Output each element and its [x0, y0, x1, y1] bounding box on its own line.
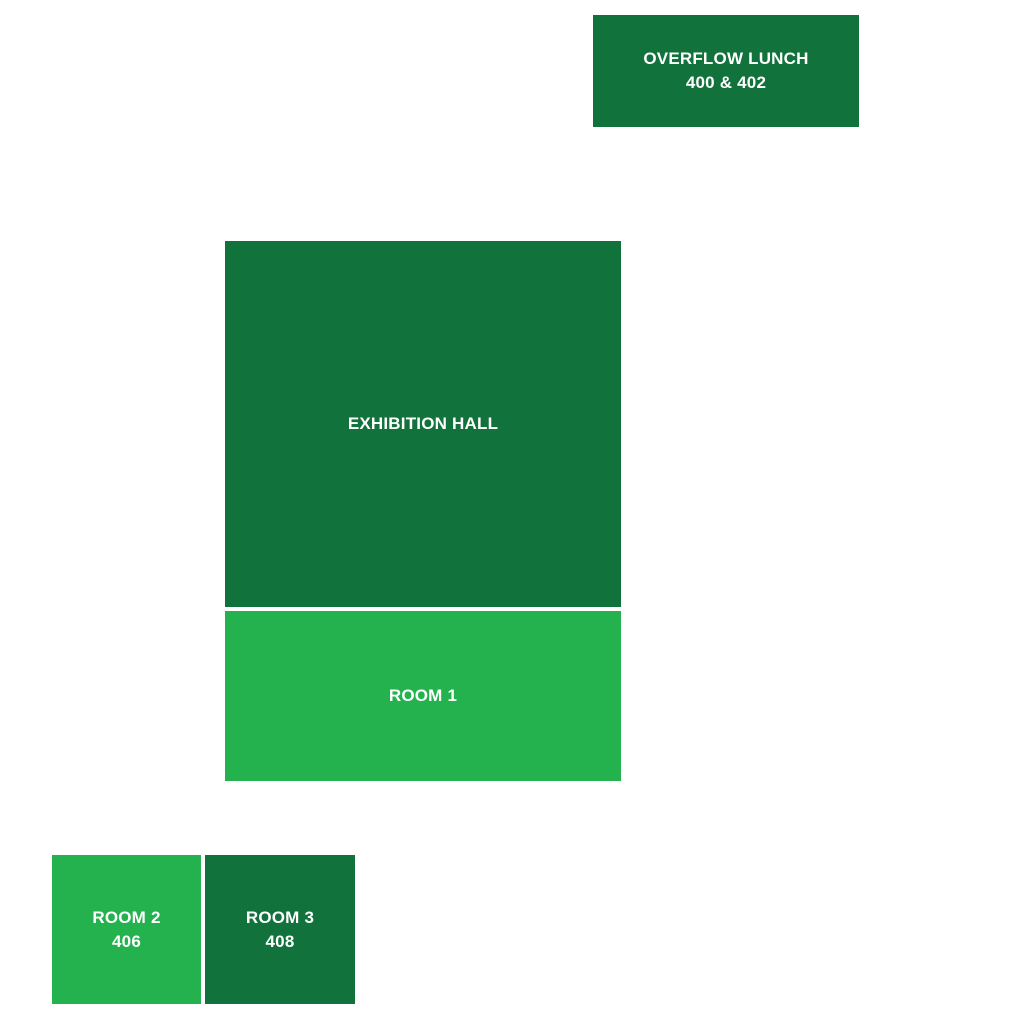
- room-2[interactable]: ROOM 2 406: [52, 855, 201, 1004]
- room-number: 400 & 402: [685, 73, 767, 92]
- room-overflow-lunch[interactable]: OVERFLOW LUNCH 400 & 402: [593, 15, 859, 127]
- room-name: EXHIBITION HALL: [347, 414, 499, 433]
- room-name: OVERFLOW LUNCH: [643, 49, 809, 68]
- room-number: 408: [265, 931, 295, 951]
- room-number: 406: [112, 931, 141, 951]
- room-3[interactable]: ROOM 3 408: [205, 855, 355, 1004]
- room-1[interactable]: ROOM 1: [225, 611, 621, 781]
- room-exhibition-hall[interactable]: EXHIBITION HALL: [225, 241, 621, 607]
- room-name: ROOM 3: [245, 907, 315, 927]
- room-name: ROOM 2: [92, 907, 161, 927]
- room-name: ROOM 1: [388, 686, 458, 705]
